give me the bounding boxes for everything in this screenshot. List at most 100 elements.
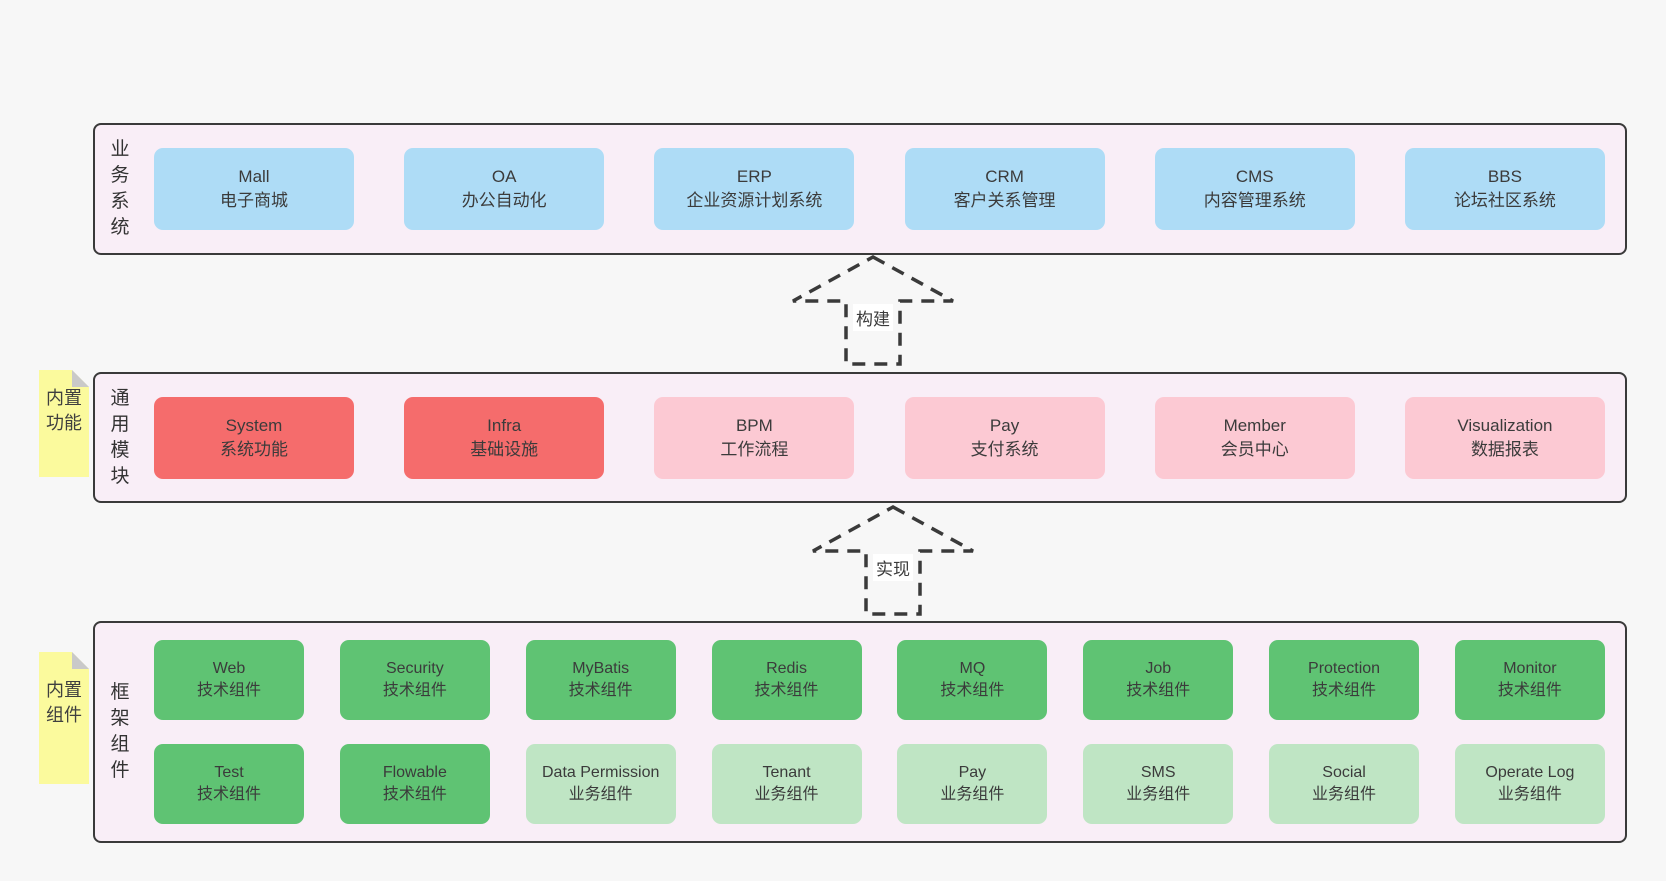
box-subtitle: 技术组件 (568, 682, 633, 699)
box-subtitle: 基础设施 (470, 439, 539, 459)
box-mall: Mall 电子商城 (154, 148, 354, 230)
box-title: Web (212, 660, 246, 677)
section-business-systems: 业务系统 Mall 电子商城 OA 办公自动化 ERP 企业资源计划系统 CRM… (93, 123, 1627, 255)
box-data-permission: Data Permission 业务组件 (525, 744, 676, 824)
box-subtitle: 业务组件 (568, 786, 633, 803)
box-title: MyBatis (572, 660, 630, 677)
box-title: Flowable (382, 764, 447, 781)
box-title: Tenant (762, 764, 811, 781)
arrow-build-label: 构建 (853, 304, 893, 331)
box-subtitle: 业务组件 (1497, 786, 1562, 803)
box-subtitle: 业务组件 (1312, 786, 1377, 803)
box-title: Pay (989, 415, 1020, 435)
box-title: BBS (1487, 167, 1522, 186)
box-subtitle: 技术组件 (1497, 682, 1562, 699)
box-subtitle: 业务组件 (754, 786, 819, 803)
box-social: Social 业务组件 (1269, 744, 1420, 824)
box-title: CRM (985, 167, 1024, 186)
section-label-modules: 通用模块 (110, 387, 130, 487)
box-pay-module: Pay 支付系统 (904, 396, 1105, 479)
box-mq: MQ 技术组件 (897, 640, 1048, 720)
box-title: Job (1145, 660, 1172, 677)
box-cms: CMS 内容管理系统 (1154, 148, 1355, 230)
section-label-business: 业务系统 (110, 139, 130, 238)
box-title: Pay (958, 764, 987, 781)
box-title: BPM (735, 415, 773, 435)
box-web: Web 技术组件 (154, 640, 304, 720)
box-infra: Infra 基础设施 (404, 396, 605, 479)
box-subtitle: 技术组件 (754, 682, 819, 699)
box-title: Redis (766, 660, 807, 677)
box-flowable: Flowable 技术组件 (339, 744, 490, 824)
box-subtitle: 数据报表 (1470, 439, 1539, 459)
box-subtitle: 工作流程 (720, 439, 789, 459)
box-subtitle: 企业资源计划系统 (686, 191, 823, 210)
section-common-modules: 通用模块 System 系统功能 Infra 基础设施 BPM 工作流程 Pay… (93, 372, 1627, 503)
box-title: Monitor (1503, 660, 1557, 677)
box-title: Social (1322, 764, 1366, 781)
box-title: System (225, 415, 283, 435)
box-subtitle: 技术组件 (1312, 682, 1377, 699)
box-title: MQ (959, 660, 986, 677)
box-subtitle: 系统功能 (220, 439, 288, 459)
box-title: Infra (487, 415, 522, 435)
box-subtitle: 业务组件 (940, 786, 1005, 803)
box-title: SMS (1140, 764, 1176, 781)
box-erp: ERP 企业资源计划系统 (654, 148, 855, 230)
box-oa: OA 办公自动化 (404, 148, 605, 230)
box-sms: SMS 业务组件 (1083, 744, 1234, 824)
section-label-components: 框架组件 (110, 682, 130, 781)
sticky-note-built-in-features: 内置功能 (39, 370, 89, 477)
box-subtitle: 技术组件 (940, 682, 1005, 699)
box-title: Operate Log (1485, 764, 1575, 781)
box-bbs: BBS 论坛社区系统 (1404, 148, 1605, 230)
box-mybatis: MyBatis 技术组件 (525, 640, 676, 720)
sticky-note-label: 内置功能 (46, 388, 82, 433)
box-subtitle: 技术组件 (196, 682, 261, 699)
box-test: Test 技术组件 (154, 744, 304, 824)
sticky-note-label: 内置组件 (46, 680, 82, 725)
box-subtitle: 办公自动化 (461, 191, 547, 210)
box-subtitle: 客户关系管理 (953, 191, 1056, 210)
box-subtitle: 论坛社区系统 (1453, 191, 1556, 210)
box-title: Member (1223, 415, 1286, 435)
box-title: ERP (736, 167, 772, 186)
box-pay-component: Pay 业务组件 (897, 744, 1048, 824)
arrow-implement-label: 实现 (873, 554, 913, 581)
box-title: Test (214, 764, 244, 781)
arrow-implement: 实现 (808, 504, 978, 618)
box-title: Security (385, 660, 444, 677)
section-framework-components: 框架组件 Web 技术组件 Security 技术组件 MyBatis 技术组件 (93, 621, 1627, 843)
box-visualization: Visualization 数据报表 (1404, 396, 1605, 479)
arrow-up-dashed-icon (812, 505, 974, 616)
box-title: Protection (1308, 660, 1381, 677)
box-crm: CRM 客户关系管理 (904, 148, 1105, 230)
arrow-build: 构建 (788, 254, 958, 368)
box-tenant: Tenant 业务组件 (711, 744, 862, 824)
box-title: Data Permission (542, 764, 660, 781)
box-subtitle: 电子商城 (220, 191, 288, 210)
box-subtitle: 技术组件 (196, 786, 261, 803)
box-subtitle: 技术组件 (382, 786, 447, 803)
box-operate-log: Operate Log 业务组件 (1454, 744, 1605, 824)
box-job: Job 技术组件 (1083, 640, 1234, 720)
box-title: Visualization (1457, 415, 1553, 435)
box-bpm: BPM 工作流程 (654, 396, 855, 479)
box-monitor: Monitor 技术组件 (1454, 640, 1605, 720)
box-subtitle: 会员中心 (1220, 439, 1289, 459)
box-security: Security 技术组件 (339, 640, 490, 720)
box-subtitle: 内容管理系统 (1203, 191, 1306, 210)
box-system: System 系统功能 (154, 396, 354, 479)
box-title: CMS (1235, 167, 1274, 186)
box-redis: Redis 技术组件 (711, 640, 862, 720)
box-subtitle: 技术组件 (382, 682, 447, 699)
box-title: OA (491, 167, 517, 186)
box-member: Member 会员中心 (1154, 396, 1355, 479)
box-title: Mall (238, 167, 270, 186)
sticky-note-built-in-components: 内置组件 (39, 652, 89, 784)
box-protection: Protection 技术组件 (1269, 640, 1420, 720)
arrow-up-dashed-icon (792, 255, 954, 366)
box-subtitle: 业务组件 (1126, 786, 1191, 803)
box-subtitle: 技术组件 (1126, 682, 1191, 699)
